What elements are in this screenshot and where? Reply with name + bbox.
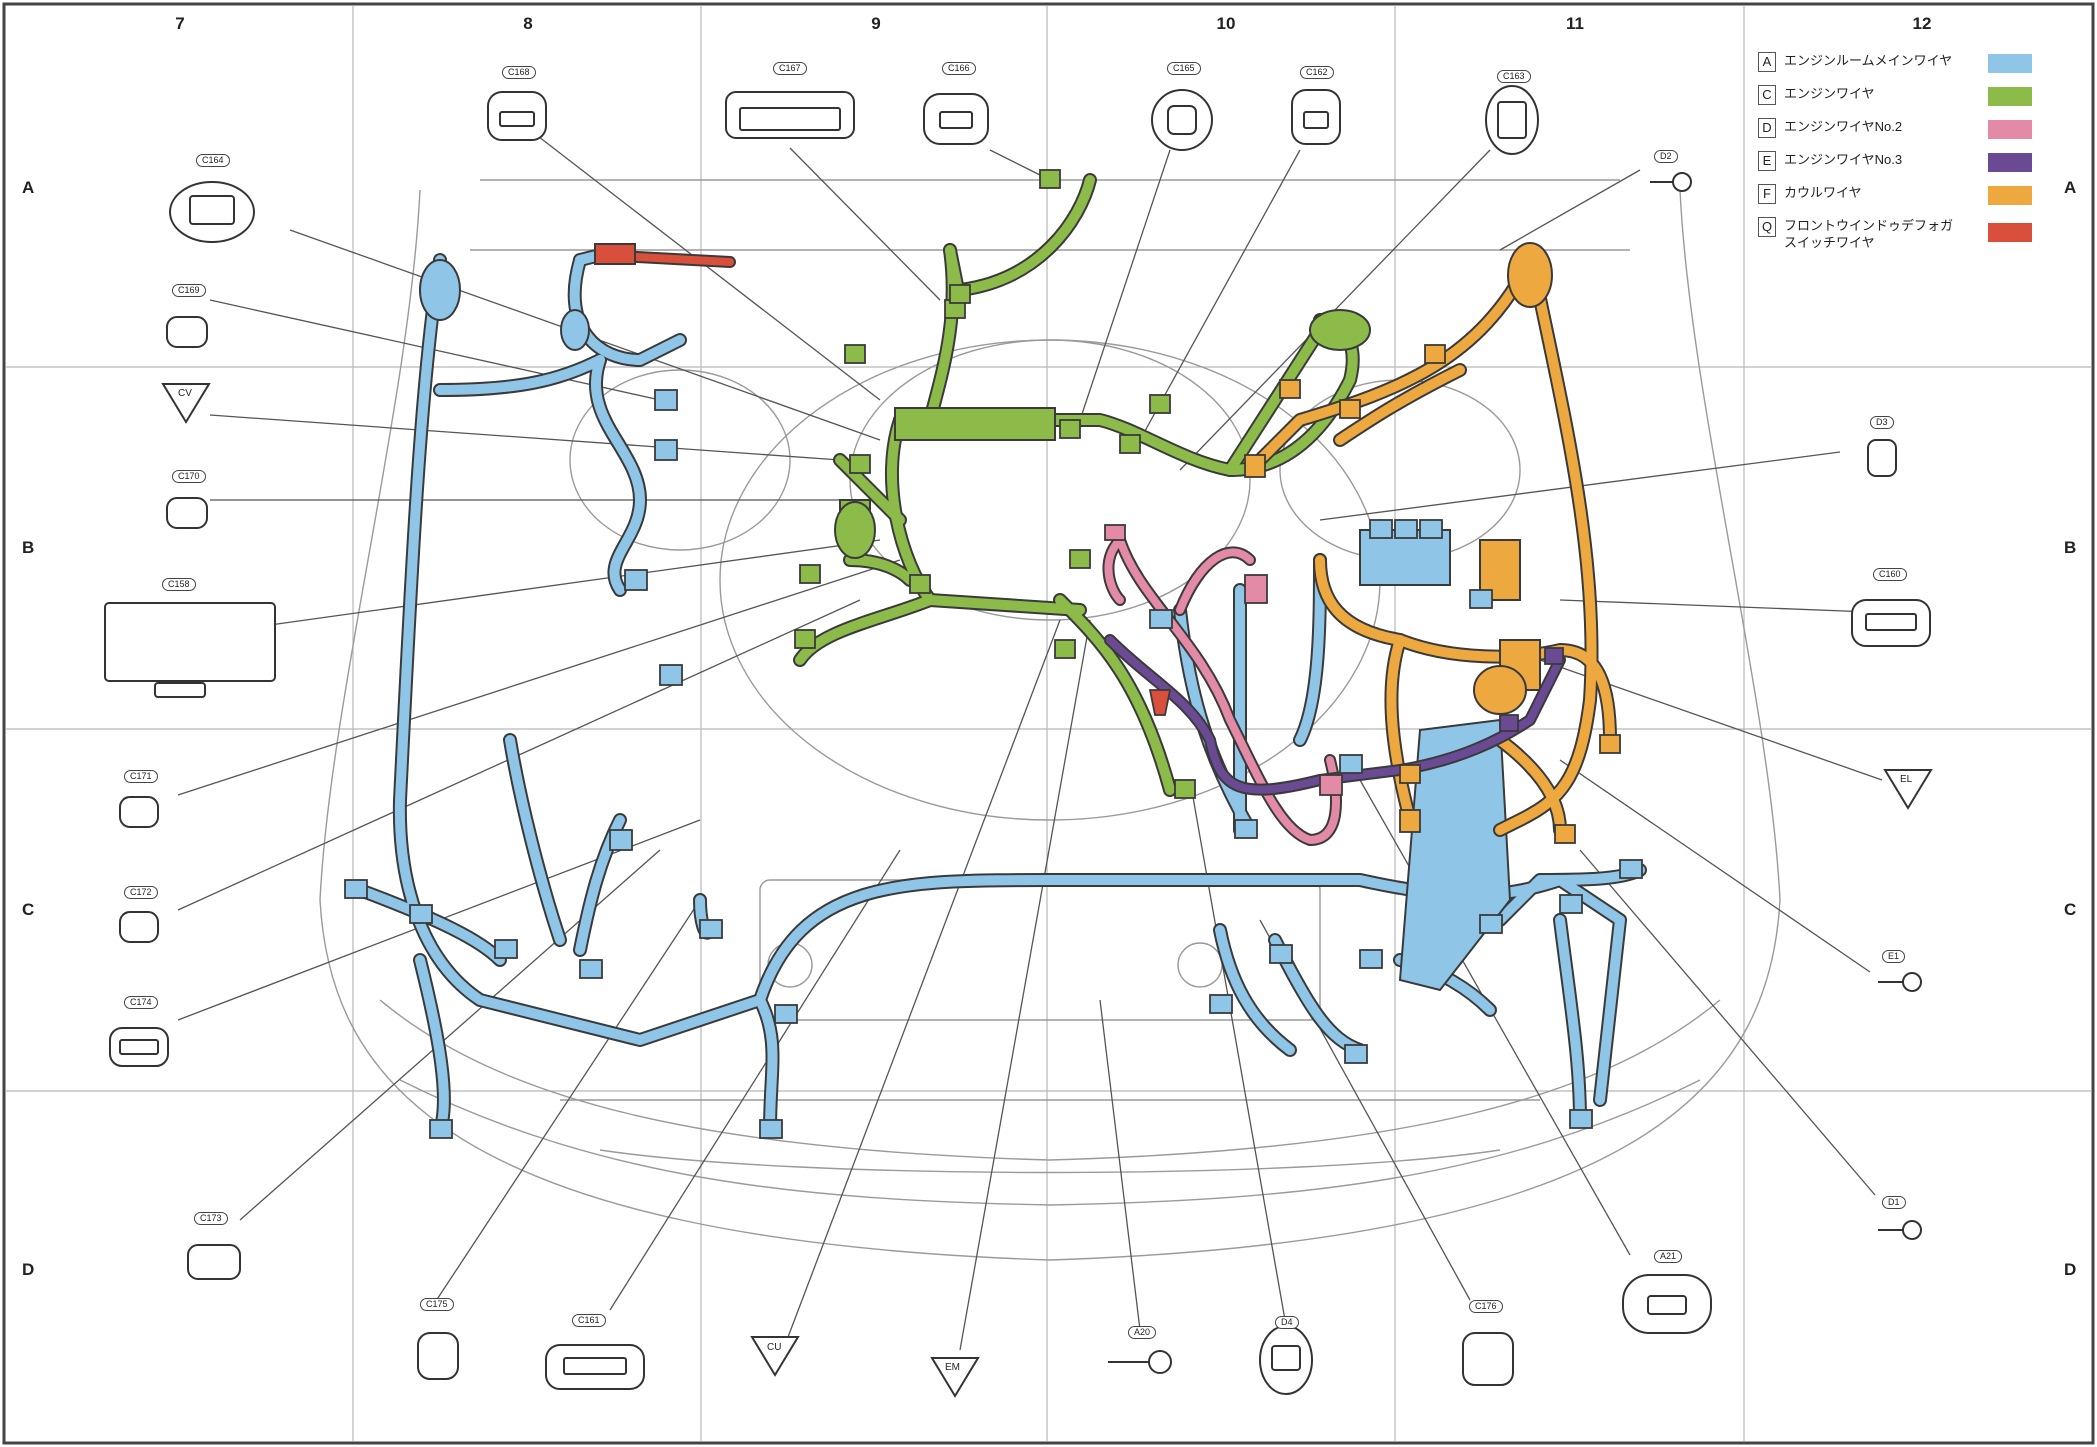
connector-label-c174: C174 [124,996,158,1009]
row-label: D [22,1260,35,1279]
legend-name: エンジンワイヤ [1784,86,1875,101]
legend-swatch [1988,87,2032,106]
connector-label-c160: C160 [1873,568,1907,581]
column-label: 9 [871,14,881,33]
ground-point-label-cu: CU [767,1342,782,1353]
legend-item: Q フロントウインドゥデフォガスイッチワイヤ [1758,217,2038,257]
legend-name: カウルワイヤ [1784,185,1862,200]
connector-label-c169: C169 [172,284,206,297]
column-label: 11 [1566,14,1584,33]
row-label: A [2064,178,2077,197]
column-label: 10 [1216,14,1236,33]
legend-item: C エンジンワイヤ [1758,85,2038,118]
connector-label-d2: D2 [1654,150,1678,163]
row-label: A [22,178,35,197]
legend-item: E エンジンワイヤNo.3 [1758,151,2038,184]
connector-label-c166: C166 [942,62,976,75]
legend-swatch [1988,223,2032,242]
legend-letter: F [1758,184,1776,204]
ground-point-label-em: EM [945,1362,960,1373]
connector-label-c168: C168 [502,66,536,79]
legend-letter: A [1758,52,1776,72]
connector-label-c175: C175 [420,1298,454,1311]
legend-swatch [1988,120,2032,139]
connector-label-c167: C167 [773,62,807,75]
legend-swatch [1988,54,2032,73]
connector-label-c165: C165 [1167,62,1201,75]
ground-point-label-el: EL [1900,774,1913,785]
connector-label-d3: D3 [1870,416,1894,429]
connector-label-c171: C171 [124,770,158,783]
legend-swatch [1988,186,2032,205]
legend-letter: D [1758,118,1776,138]
connector-label-a20: A20 [1128,1326,1157,1339]
row-label: B [2064,538,2077,557]
connector-label-c170: C170 [172,470,206,483]
connector-label-e1: E1 [1882,950,1906,963]
legend-name: エンジンルームメインワイヤ [1784,53,1953,68]
connector-label-d1: D1 [1882,1196,1906,1209]
connector-label-c164: C164 [196,154,230,167]
connector-label-c163: C163 [1497,70,1531,83]
legend-letter: E [1758,151,1776,171]
legend-letter: Q [1758,217,1776,237]
connector-label-c158: C158 [162,578,196,591]
legend-name: フロントウインドゥデフォガスイッチワイヤ [1784,218,1954,250]
column-label: 12 [1912,14,1932,33]
legend-name: エンジンワイヤNo.2 [1784,119,1903,134]
connector-label-c172: C172 [124,886,158,899]
connector-label-c173: C173 [194,1212,228,1225]
column-label: 8 [523,14,533,33]
connector-label-c161: C161 [572,1314,606,1327]
legend-name: エンジンワイヤNo.3 [1784,152,1903,167]
legend-item: F カウルワイヤ [1758,184,2038,217]
wire-legend: A エンジンルームメインワイヤ C エンジンワイヤ D エンジンワイヤNo.2 … [1758,52,2038,257]
legend-item: D エンジンワイヤNo.2 [1758,118,2038,151]
column-label: 7 [175,14,185,33]
connector-label-c176: C176 [1469,1300,1503,1313]
legend-letter: C [1758,85,1776,105]
row-label: D [2064,1260,2077,1279]
legend-swatch [1988,153,2032,172]
row-label: C [2064,900,2077,919]
row-label: B [22,538,35,557]
row-label: C [22,900,35,919]
ground-point-label-cv: CV [178,388,192,399]
connector-label-c162: C162 [1300,66,1334,79]
connector-label-a21: A21 [1654,1250,1683,1263]
connector-label-d4: D4 [1275,1316,1299,1329]
legend-item: A エンジンルームメインワイヤ [1758,52,2038,85]
